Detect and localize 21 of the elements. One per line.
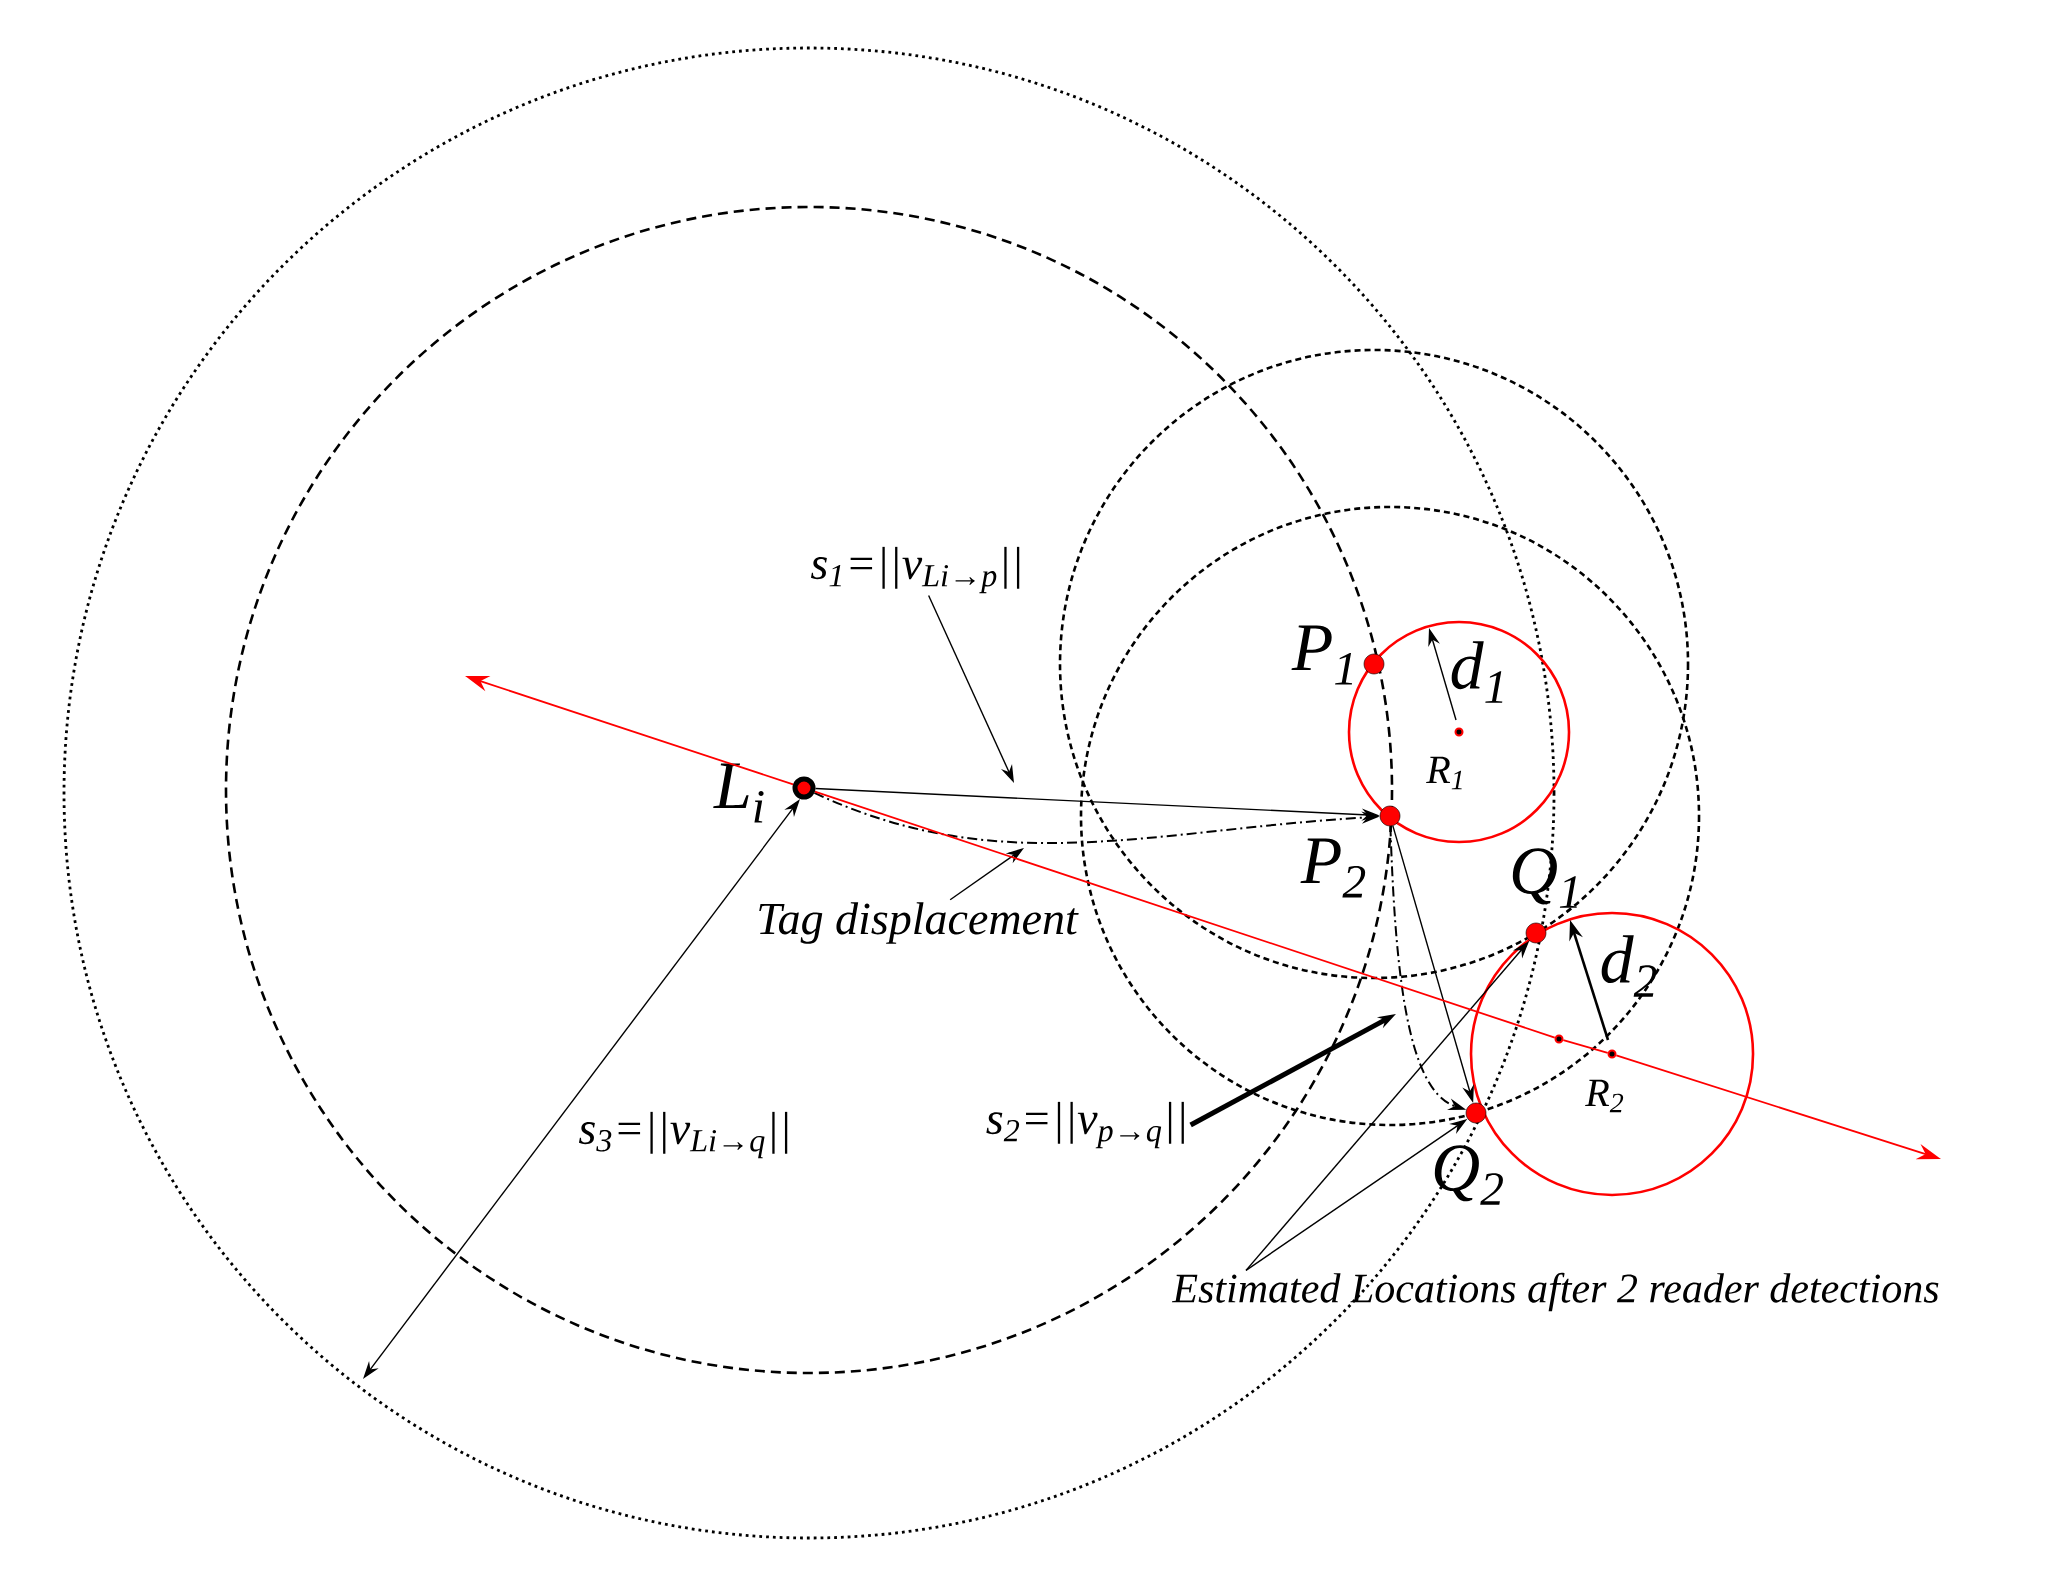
annotation-text: Tag displacement xyxy=(759,902,1079,944)
point-label: R$_{2}$ xyxy=(1585,1079,1624,1113)
point-marker xyxy=(792,776,816,800)
dimension-label: d$_{1}$ xyxy=(1451,641,1503,703)
point-label: Q$_{1}$ xyxy=(1512,848,1577,908)
point-label: R$_{1}$ xyxy=(1426,756,1462,790)
point-marker xyxy=(1454,727,1464,737)
point-label: P$_{1}$ xyxy=(1291,625,1353,685)
point-label: L$_{i}$ xyxy=(713,763,764,823)
point-marker xyxy=(1554,1034,1564,1044)
point-marker xyxy=(1465,1102,1487,1124)
point-marker xyxy=(1379,805,1401,827)
point-marker xyxy=(1607,1049,1617,1059)
annotation-text: Estimated Locations after 2 reader detections xyxy=(1171,1272,1939,1312)
annotation-text: s$_{1}$=||v$_{Li→p}$|| xyxy=(811,546,1020,594)
annotation-text: s$_{2}$=||v$_{p→q}$|| xyxy=(986,1101,1184,1149)
point-label: P$_{2}$ xyxy=(1300,838,1366,898)
point-label: Q$_{2}$ xyxy=(1434,1145,1503,1205)
point-marker xyxy=(1363,653,1385,675)
dimension-label: s$_{3}$=||v$_{Li→q}$|| xyxy=(578,1111,788,1159)
point-marker xyxy=(1525,922,1547,944)
